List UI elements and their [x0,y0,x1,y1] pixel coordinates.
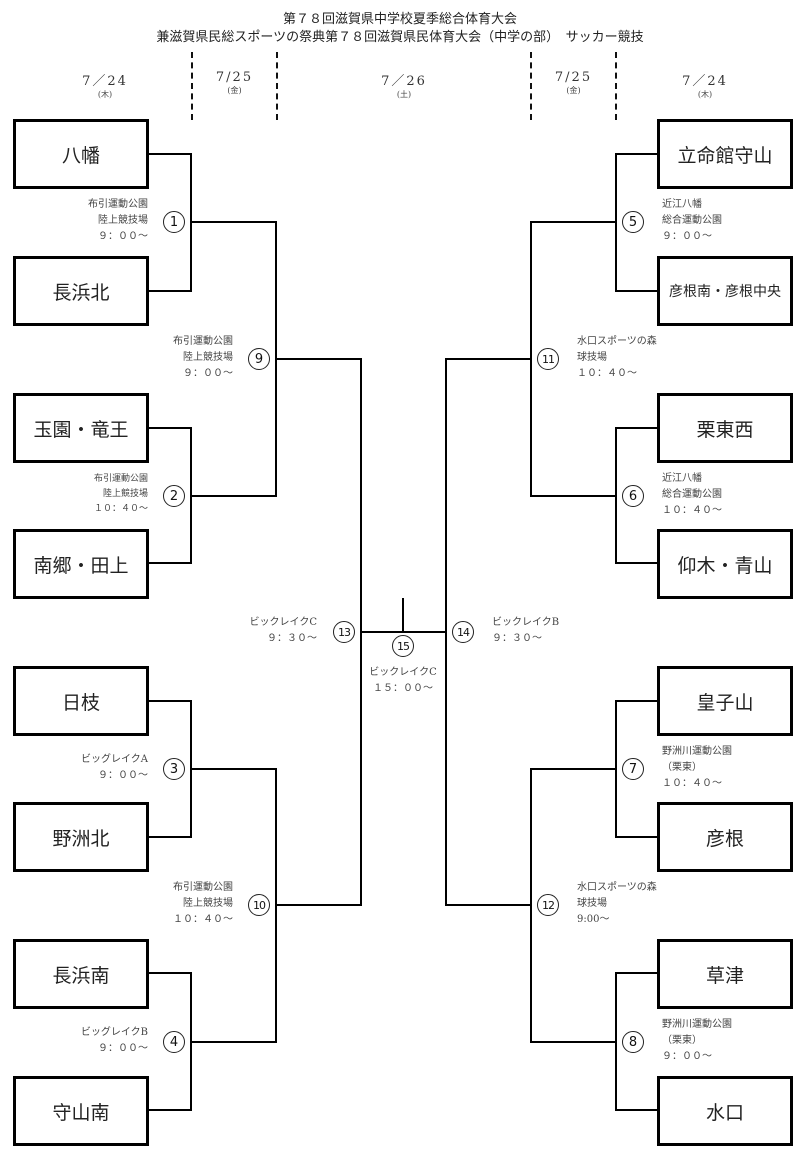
match-info-14: ビックレイクB ９：３０～ [492,615,612,647]
match-number-8: 8 [622,1031,644,1053]
team-box-right-2: 彦根南・彦根中央 [657,256,793,326]
match-time: １０：４０～ [662,505,722,516]
match-number-10: 10 [248,894,270,916]
match-time: ９：３０～ [492,633,542,644]
match-venue: 布引運動公園 陸上競技場 [173,336,233,363]
team-box-right-3: 栗東西 [657,393,793,463]
match-info-13: ビックレイクC ９：３０～ [200,615,317,647]
match-number-1: 1 [163,211,185,233]
team-box-left-5: 日枝 [13,666,149,736]
match-venue: 水口スポーツの森 球技場 [577,336,657,363]
day-of-week: (木) [697,90,713,99]
date-header-right-round1: 7／24 (木) [640,70,770,100]
match-info-10: 布引運動公園 陸上競技場 １０：４０～ [120,880,233,928]
date-divider [191,52,193,120]
match-info-7: 野洲川運動公園 （栗東） １０：４０～ [662,744,792,792]
day-of-week: (木) [97,90,113,99]
match-number-7: 7 [622,758,644,780]
match-venue: ビックレイクC [369,667,437,678]
match-info-11: 水口スポーツの森 球技場 １０：４０～ [577,334,707,382]
date-text: 7/25 [554,70,593,85]
match-time: １０：４０～ [577,368,637,379]
match-time: １０：４０～ [173,914,233,925]
match-venue: ビックレイクC [249,617,317,628]
date-divider [530,52,532,120]
team-box-left-7: 長浜南 [13,939,149,1009]
match-venue: ビッグレイクA [80,754,148,765]
match-number-12: 12 [537,894,559,916]
match-time: ９：３０～ [267,633,317,644]
team-box-left-6: 野洲北 [13,802,149,872]
match-info-3: ビッグレイクA ９：００～ [40,752,148,784]
date-text: 7／24 [682,74,728,89]
match-number-11: 11 [537,348,559,370]
team-box-left-3: 玉園・竜王 [13,393,149,463]
match-time: ９：００～ [98,231,148,242]
match-venue: 野洲川運動公園 （栗東） [662,1019,732,1046]
team-box-left-2: 長浜北 [13,256,149,326]
match-info-12: 水口スポーツの森 球技場 9:00～ [577,880,707,928]
day-of-week: (金) [566,86,581,95]
match-number-9: 9 [248,348,270,370]
match-time: ９：００～ [662,231,712,242]
match-venue: 水口スポーツの森 球技場 [577,882,657,909]
team-box-right-8: 水口 [657,1076,793,1146]
match-venue: 近江八幡 総合運動公園 [662,199,722,226]
team-box-right-6: 彦根 [657,802,793,872]
match-time: １０：４０～ [662,778,722,789]
match-info-2: 布引運動公園 陸上競技場 １０：４０～ [40,472,148,517]
match-number-13: 13 [333,621,355,643]
match-time: 9:00～ [577,914,610,925]
match-time: １０：４０～ [93,504,148,514]
match-number-6: 6 [622,485,644,507]
match-venue: 布引運動公園 陸上競技場 [88,199,148,226]
date-text: 7/25 [215,70,254,85]
match-time: ９：００～ [98,1043,148,1054]
match-info-6: 近江八幡 総合運動公園 １０：４０～ [662,471,792,519]
match-venue: ビッグレイクB [80,1027,148,1038]
match-info-9: 布引運動公園 陸上競技場 ９：００～ [120,334,233,382]
match-venue: 野洲川運動公園 （栗東） [662,746,732,773]
date-header-final: 7／26 (土) [278,70,530,100]
match-number-4: 4 [163,1031,185,1053]
match-venue: 布引運動公園 陸上競技場 [173,882,233,909]
date-header-left-round2: 7/25 (金) [193,70,276,96]
team-box-right-1: 立命館守山 [657,119,793,189]
match-info-4: ビッグレイクB ９：００～ [40,1025,148,1057]
title-line-1: 第７８回滋賀県中学校夏季総合体育大会 [282,12,517,27]
team-box-left-1: 八幡 [13,119,149,189]
date-header-left-round1: 7／24 (木) [40,70,170,100]
date-header-right-round2: 7/25 (金) [532,70,615,96]
date-text: 7／24 [82,74,128,89]
team-box-left-4: 南郷・田上 [13,529,149,599]
team-box-right-7: 草津 [657,939,793,1009]
match-number-15: 15 [392,635,414,657]
match-info-1: 布引運動公園 陸上競技場 ９：００～ [40,197,148,245]
team-box-left-8: 守山南 [13,1076,149,1146]
match-number-3: 3 [163,758,185,780]
team-box-right-4: 仰木・青山 [657,529,793,599]
match-number-5: 5 [622,211,644,233]
match-venue: 近江八幡 総合運動公園 [662,473,722,500]
date-divider [276,52,278,120]
date-text: 7／26 [381,74,427,89]
match-info-15: ビックレイクC １５：００～ [355,665,451,697]
day-of-week: (土) [396,90,412,99]
match-time: ９：００～ [98,770,148,781]
match-number-2: 2 [163,485,185,507]
match-info-5: 近江八幡 総合運動公園 ９：００～ [662,197,792,245]
day-of-week: (金) [227,86,242,95]
match-venue: ビックレイクB [492,617,560,628]
match-time: １５：００～ [373,683,433,694]
match-time: ９：００～ [662,1051,712,1062]
match-info-8: 野洲川運動公園 （栗東） ９：００～ [662,1017,792,1065]
date-divider [615,52,617,120]
match-venue: 布引運動公園 陸上競技場 [93,474,148,499]
match-time: ９：００～ [183,368,233,379]
match-number-14: 14 [452,621,474,643]
title-line-2: 兼滋賀県民総スポーツの祭典第７８回滋賀県民体育大会（中学の部） サッカー競技 [156,30,644,45]
team-box-right-5: 皇子山 [657,666,793,736]
